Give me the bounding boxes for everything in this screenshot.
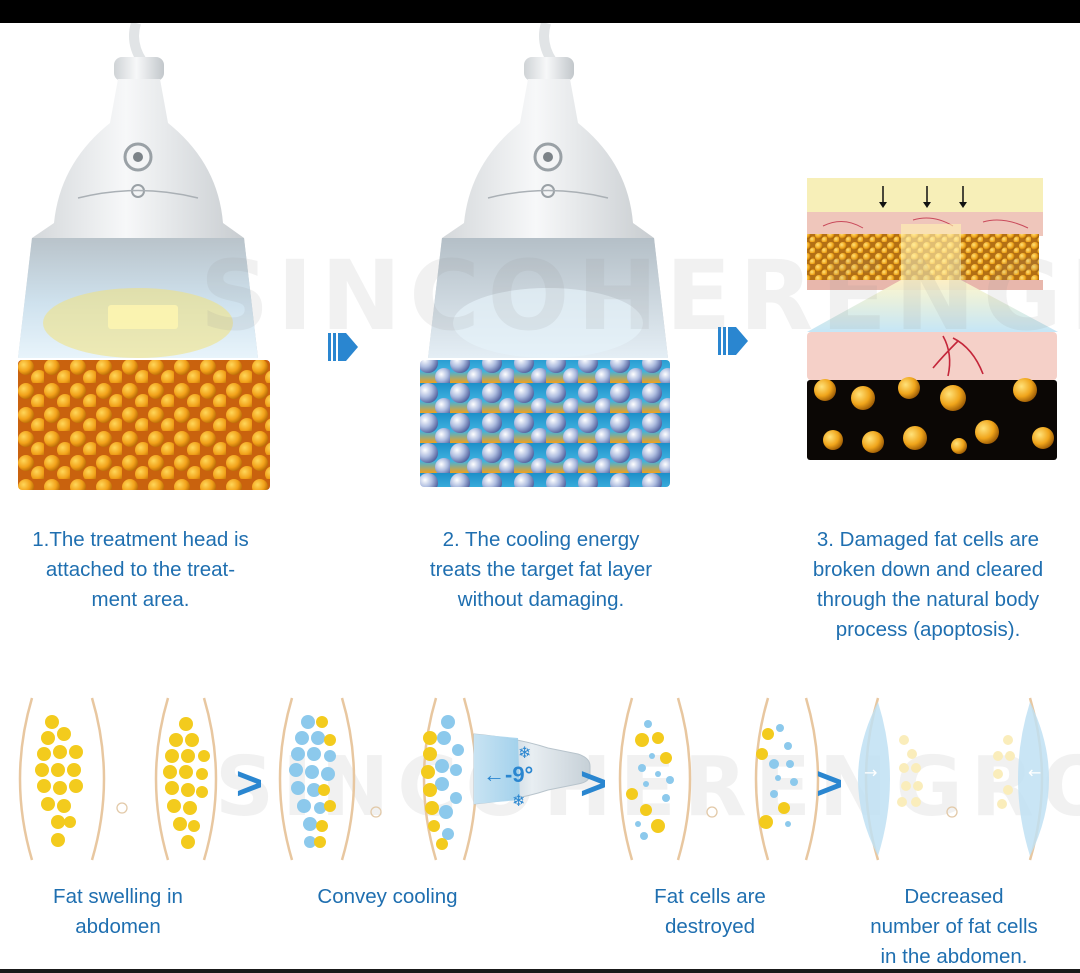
cooling-handpiece-icon: ❄ ❄ — [473, 733, 591, 810]
step-3-caption: 3. Damaged fat cells are broken down and… — [812, 528, 1044, 641]
process-strip: ❄ ❄ → ← — [18, 697, 1049, 861]
treatment-head-device-1 — [18, 23, 270, 490]
bottom-edge-bar — [0, 969, 1080, 973]
treatment-head-device-2 — [420, 23, 670, 487]
skin-cross-section — [807, 178, 1058, 460]
process-chevron-2: > — [580, 757, 607, 809]
top-black-bar — [0, 0, 1080, 23]
step-2-caption: 2. The cooling energy treats the target … — [429, 528, 653, 611]
svg-text:→: → — [864, 763, 877, 782]
label-fat-cells-destroyed: Fat cells are destroyed — [654, 885, 766, 938]
label-convey-cooling: Convey cooling — [317, 885, 458, 908]
temperature-indicator: ←-9° — [483, 762, 534, 787]
label-decreased-fat-cells: Decreased number of fat cells in the abd… — [870, 885, 1038, 968]
stage-fat-swelling — [18, 697, 218, 861]
step-1-caption: 1.The treatment head is attached to the … — [32, 528, 249, 611]
svg-text:❄: ❄ — [512, 791, 525, 810]
step-arrow-1 — [328, 333, 358, 361]
svg-text:❄: ❄ — [518, 743, 531, 762]
watermark-top: SINCOHERENGROUP — [200, 240, 1080, 352]
label-fat-swelling: Fat swelling in abdomen — [53, 885, 183, 938]
svg-text:←: ← — [1028, 763, 1041, 782]
process-chevron-3: > — [816, 757, 843, 809]
step-arrow-2 — [718, 327, 748, 355]
process-chevron-1: > — [236, 757, 263, 809]
watermark-bottom: SINCOHERENGROUP — [215, 740, 1080, 835]
